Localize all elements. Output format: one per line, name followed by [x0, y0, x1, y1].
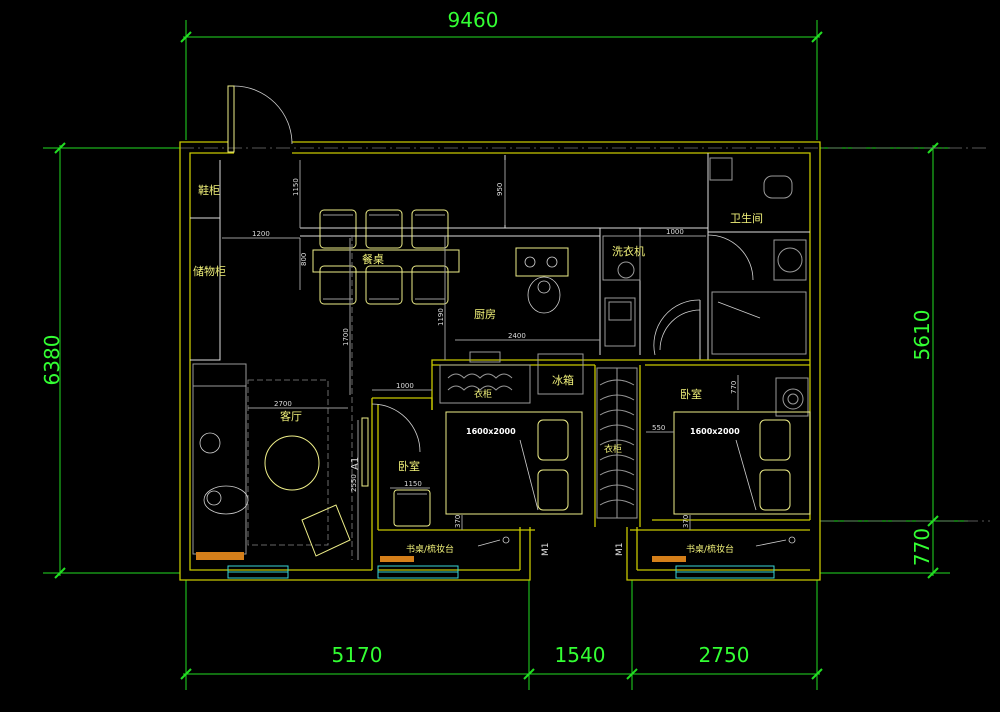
- label-wardrobe-left: 衣柜: [474, 388, 492, 400]
- label-bed-left: 1600x2000: [466, 427, 516, 436]
- dimension-lines: [43, 20, 990, 690]
- inner-dim-370-right: 370: [682, 515, 690, 528]
- dining-set: [312, 209, 460, 305]
- bedroom-left-furniture: [380, 411, 583, 562]
- inner-dim-1150-desk: 1150: [404, 480, 422, 488]
- label-bathroom: 卫生间: [730, 211, 763, 225]
- inner-dim-2400: 2400: [508, 332, 526, 340]
- inner-dim-370-left: 370: [454, 515, 462, 528]
- dim-bottom-right: 2750: [699, 643, 750, 667]
- inner-dim-1200: 1200: [252, 230, 270, 238]
- label-bedroom-right: 卧室: [680, 387, 702, 401]
- inner-dim-2700: 2700: [274, 400, 292, 408]
- dim-right-upper: 5610: [910, 310, 934, 361]
- label-storage-cabinet: 储物柜: [193, 264, 226, 278]
- dim-total-width: 9460: [448, 8, 499, 32]
- kitchen-fixtures: [439, 235, 641, 404]
- inner-dim-1000-bed: 1000: [396, 382, 414, 390]
- mark-m1-left: M1: [541, 543, 551, 557]
- label-shoe-cabinet: 鞋柜: [198, 183, 220, 197]
- inner-dim-2550: 2550: [350, 474, 358, 492]
- label-dining: 餐桌: [362, 252, 384, 266]
- inner-dimension-lines: [222, 160, 739, 560]
- label-wardrobe-center: 衣柜: [604, 443, 622, 455]
- label-fridge: 冰箱: [552, 373, 574, 387]
- inner-dim-1190: 1190: [437, 308, 445, 326]
- dim-bottom-left: 5170: [332, 643, 383, 667]
- label-desk-left: 书桌/梳妆台: [406, 543, 454, 555]
- inner-dim-1000-kitchen: 1000: [666, 228, 684, 236]
- bathroom-fixtures: [653, 157, 809, 417]
- label-bedroom-left: 卧室: [398, 459, 420, 473]
- label-kitchen: 厨房: [474, 308, 496, 321]
- inner-dim-550: 550: [652, 424, 665, 432]
- bedroom-right-furniture: [652, 309, 811, 562]
- inner-dim-950: 950: [496, 183, 504, 196]
- dim-total-height: 6380: [40, 335, 64, 386]
- living-furniture: [192, 235, 421, 560]
- label-washer: 洗衣机: [612, 244, 645, 258]
- inner-dim-800: 800: [300, 253, 308, 266]
- wardrobe-center: [596, 367, 638, 519]
- dim-right-lower: 770: [910, 528, 934, 566]
- mark-a1: A1: [350, 457, 361, 470]
- label-desk-right: 书桌/梳妆台: [686, 543, 734, 555]
- label-living: 客厅: [280, 409, 302, 423]
- inner-dim-1700: 1700: [342, 328, 350, 346]
- inner-dim-1150: 1150: [292, 178, 300, 196]
- dim-bottom-mid: 1540: [555, 643, 606, 667]
- label-bed-right: 1600x2000: [690, 427, 740, 436]
- walls: [179, 85, 821, 581]
- inner-dim-770: 770: [730, 381, 738, 394]
- windows: [227, 565, 775, 579]
- mark-m1-right: M1: [615, 543, 625, 557]
